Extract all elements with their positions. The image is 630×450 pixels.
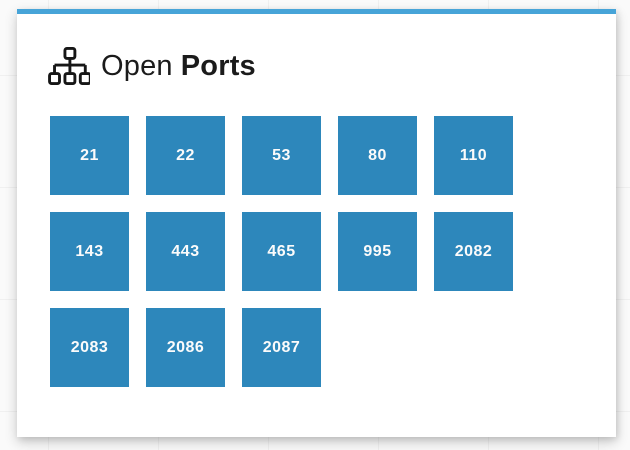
port-tile: 80	[338, 116, 417, 195]
port-tile: 110	[434, 116, 513, 195]
port-tile: 53	[242, 116, 321, 195]
port-tile: 2083	[50, 308, 129, 387]
port-tile: 143	[50, 212, 129, 291]
card-title-bold: Ports	[180, 50, 256, 82]
port-tile: 21	[50, 116, 129, 195]
port-tile: 2086	[146, 308, 225, 387]
port-tile: 2087	[242, 308, 321, 387]
port-tile: 995	[338, 212, 417, 291]
sitemap-icon	[48, 47, 90, 85]
card-title-regular: Open	[101, 50, 173, 82]
port-tile: 22	[146, 116, 225, 195]
port-tile: 2082	[434, 212, 513, 291]
port-tile: 443	[146, 212, 225, 291]
port-tile: 465	[242, 212, 321, 291]
